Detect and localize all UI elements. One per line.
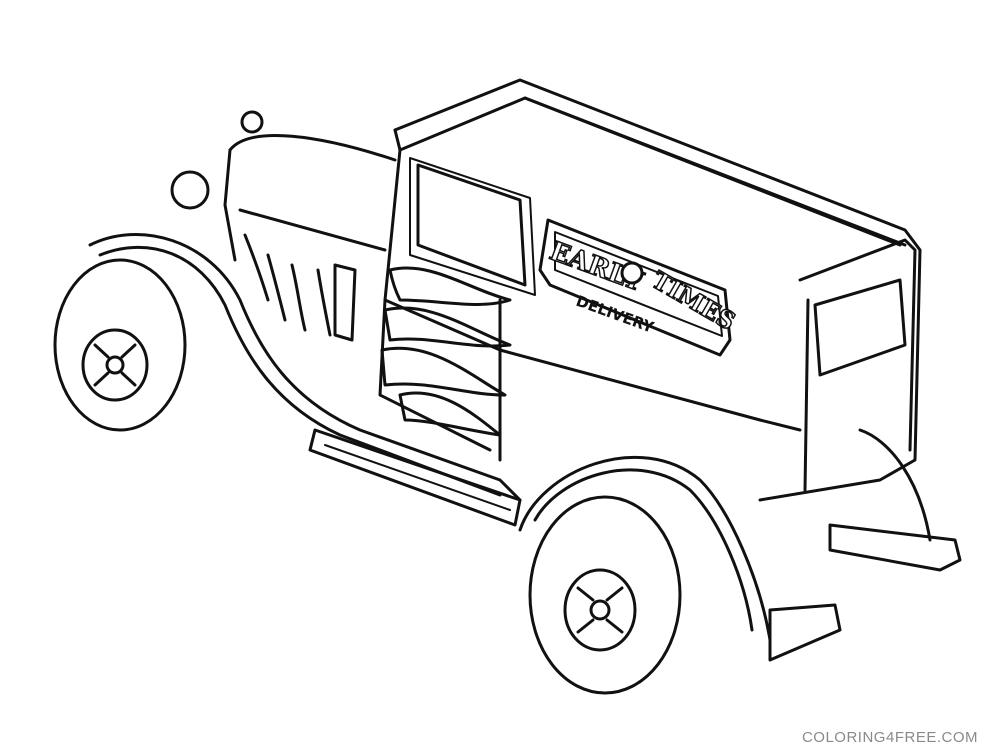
watermark: COLORING4FREE.COM [801,729,978,746]
sign-lettering: EARLY TIMES DELIVERY [545,236,741,337]
flame-decals [380,266,512,437]
running-board [308,428,522,527]
hood-engine [170,110,397,342]
sign-word-delivery: DELIVERY [574,292,658,337]
front-fender [88,232,522,502]
rear-fender [518,428,932,642]
rear-bumper [768,523,962,662]
rear-wheel [528,495,682,695]
van-body [378,78,922,502]
front-wheel [53,258,187,432]
sign-emblem [620,261,644,285]
